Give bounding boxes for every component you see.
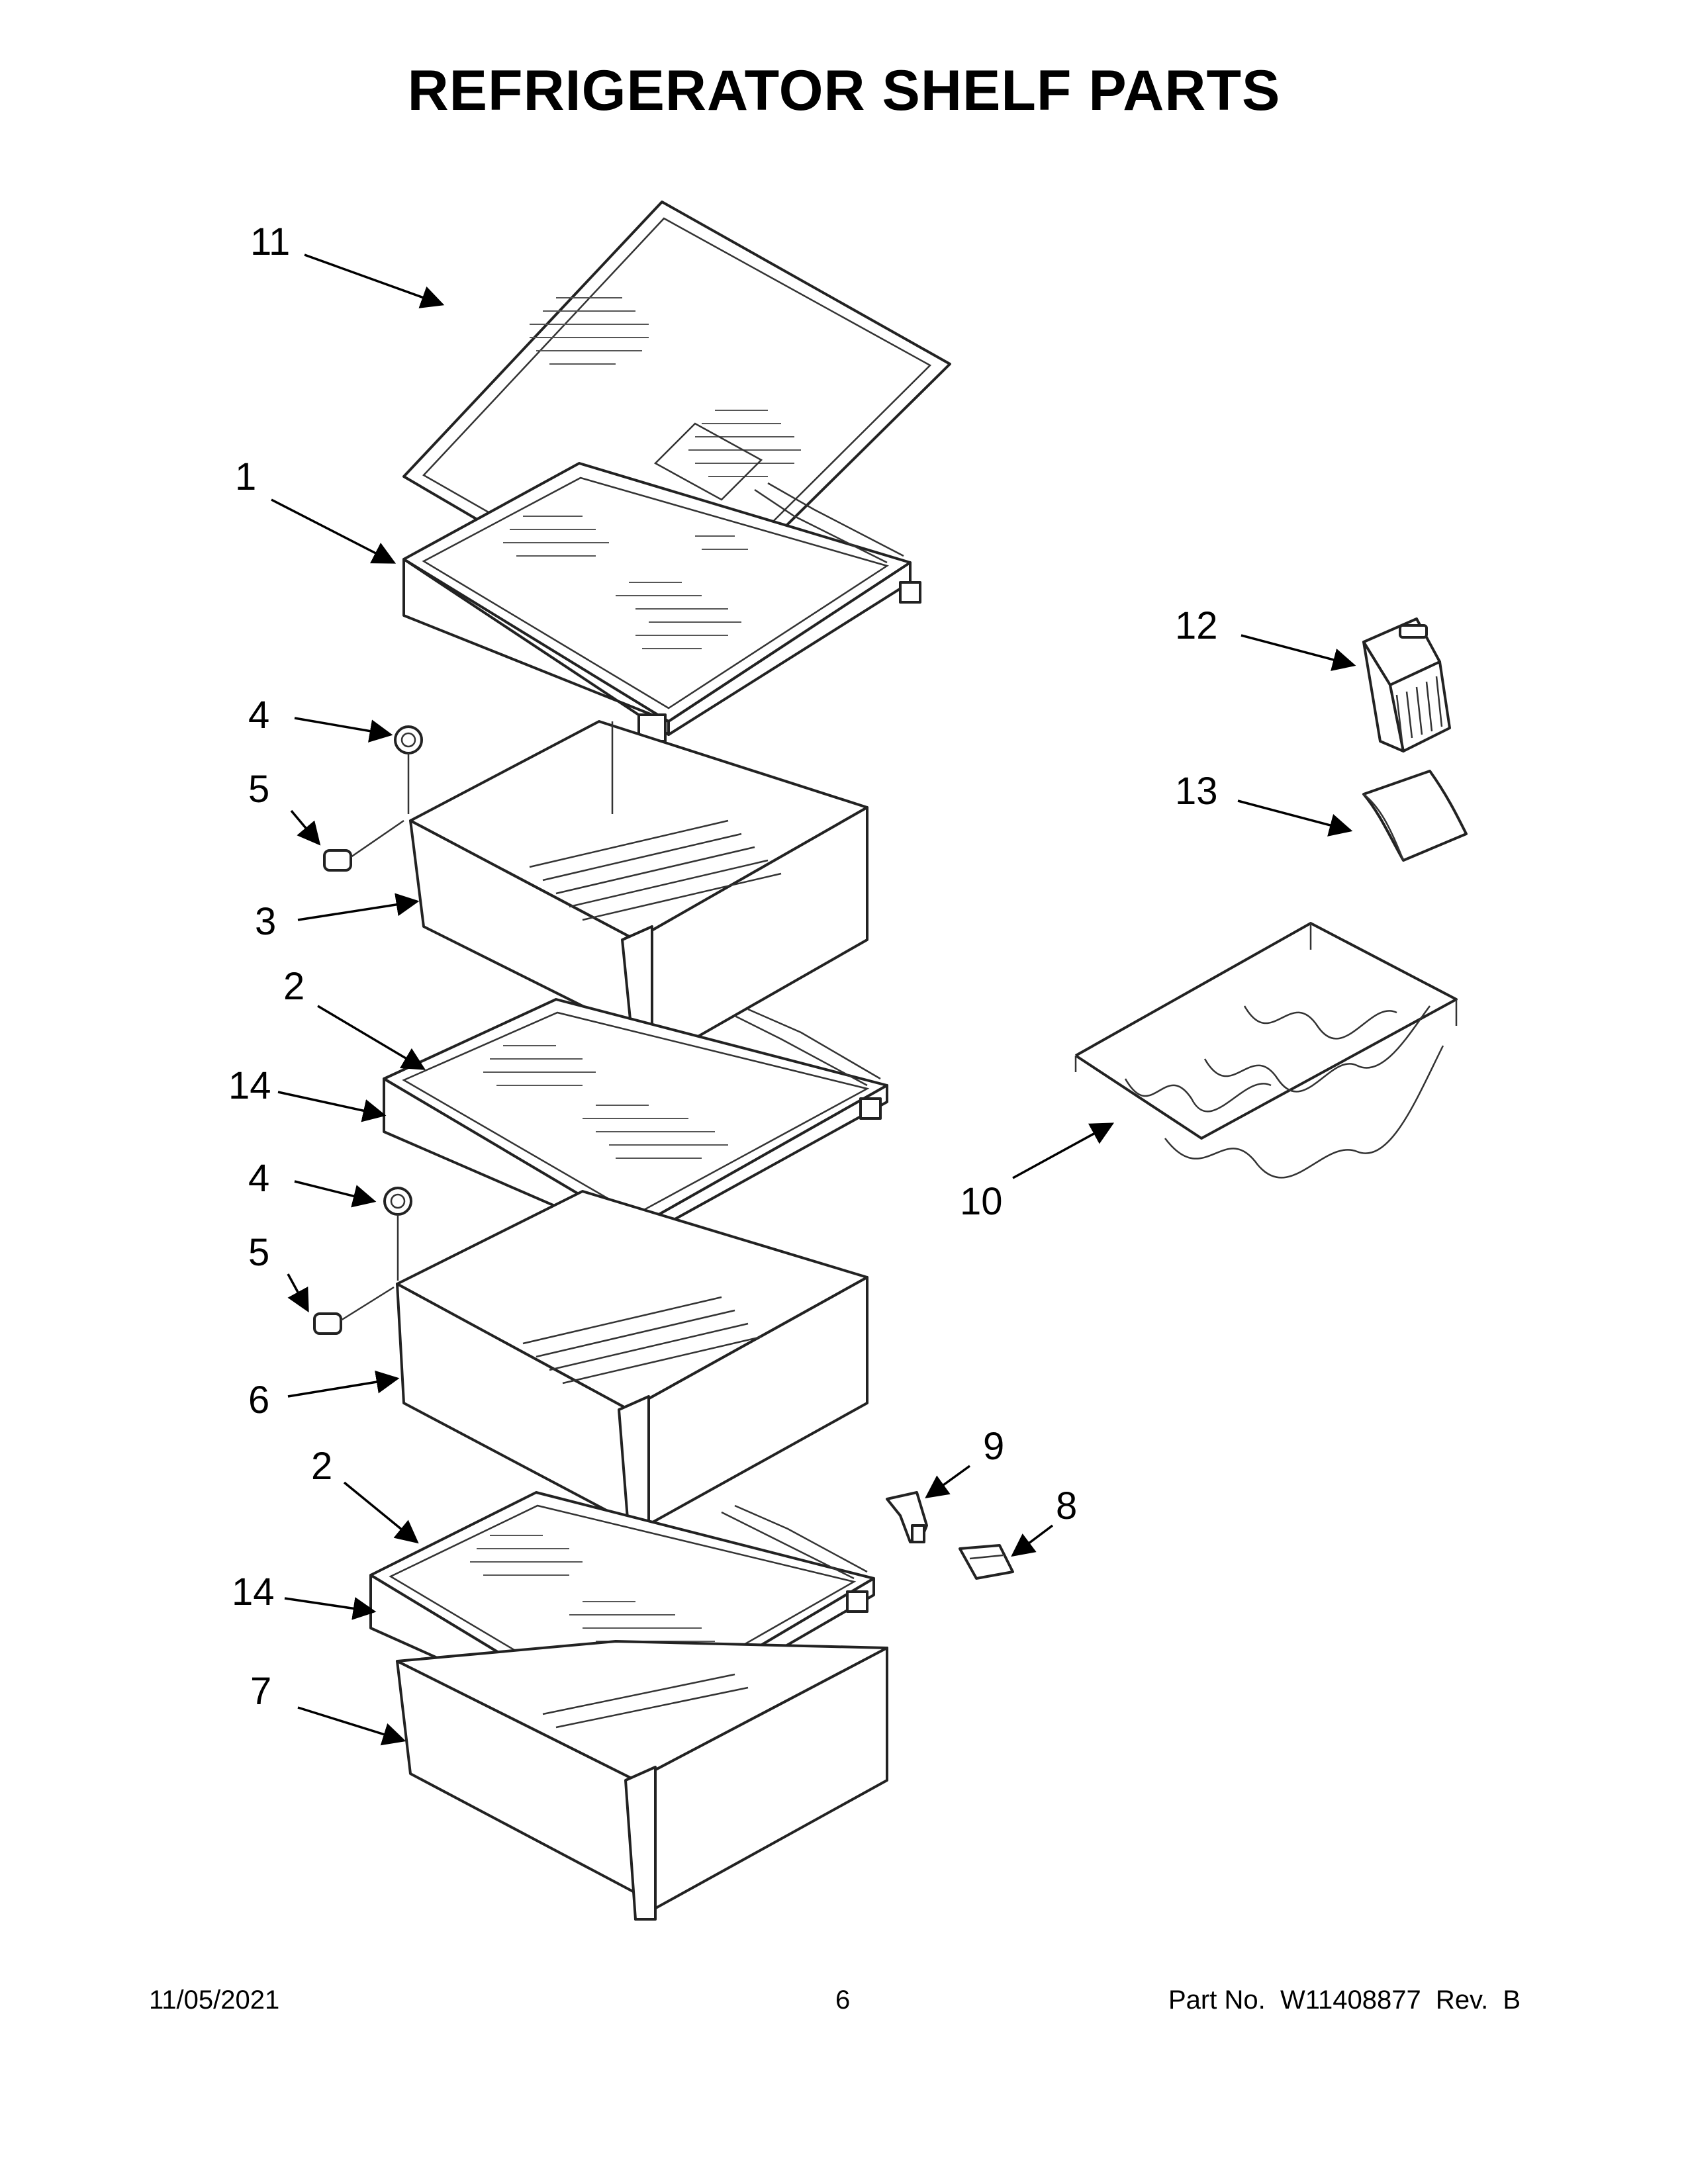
callout-labels: 11 1 4 5 3 2 14 4 5 6 2 14 7 12 13 10 9 … [228,220,1218,1713]
callout-13: 13 [1175,770,1218,813]
callout-9: 9 [983,1425,1004,1468]
callout-11: 11 [250,220,290,263]
part-7-bottom-drawer [396,1640,888,1921]
part-5-screw-upper [323,819,404,872]
footer-date: 11/05/2021 [149,1985,280,2015]
callout-5-lower: 5 [248,1231,269,1274]
part-3-crisper-drawer [409,720,868,1073]
part-5-screw-lower [313,1286,395,1335]
callout-4-lower: 4 [248,1157,269,1200]
part-4-roller-upper [394,725,423,814]
callout-8: 8 [1056,1484,1077,1527]
callout-2-lower: 2 [311,1445,332,1488]
part-4-roller-lower [383,1187,412,1281]
part-12-filter-housing [1362,617,1451,752]
part-6-lower-drawer [396,1190,868,1537]
part-8-clip [959,1544,1014,1580]
part-1-shelf-frame [402,462,921,743]
callout-14-upper: 14 [228,1064,271,1107]
part-9-clip [886,1491,928,1543]
footer-part-number: Part No. W11408877 Rev. B [1168,1985,1521,2015]
callout-5-upper: 5 [248,768,269,811]
part-10-wine-rack [1074,922,1458,1179]
callout-7: 7 [250,1670,271,1713]
callout-2-upper: 2 [283,965,305,1008]
footer-page-number: 6 [835,1985,851,2015]
page-title: REFRIGERATOR SHELF PARTS [407,59,1281,122]
callout-14-lower: 14 [232,1570,275,1614]
callout-12: 12 [1175,604,1218,647]
part-13-filter [1362,770,1468,862]
callout-4-upper: 4 [248,694,269,737]
callout-3: 3 [255,900,276,943]
callout-leaders [271,253,1356,1746]
callout-10: 10 [960,1180,1003,1223]
callout-1: 1 [235,455,256,498]
callout-6: 6 [248,1379,269,1422]
